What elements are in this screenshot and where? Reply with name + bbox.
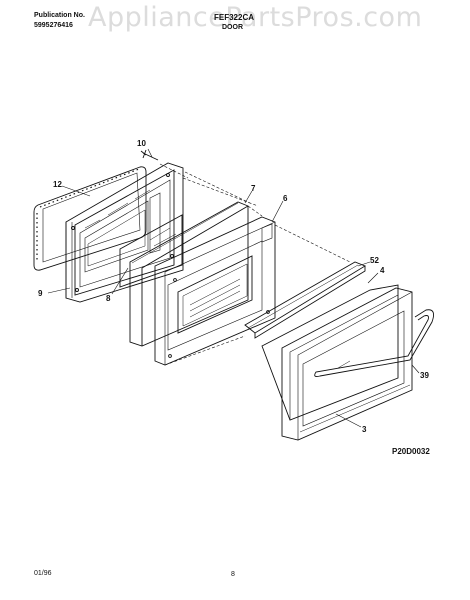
figure-code: P20D0032 [392, 447, 430, 456]
callout-8: 8 [106, 294, 111, 303]
part-6-inner-panel [154, 216, 276, 366]
part-12-door-seal [33, 166, 147, 271]
callout-9: 9 [38, 289, 43, 298]
callout-7: 7 [251, 184, 256, 193]
callout-52: 52 [370, 256, 379, 265]
footer-page-number: 8 [231, 571, 235, 578]
callout-10: 10 [137, 139, 146, 148]
footer-date: 01/96 [34, 570, 52, 577]
section-title: DOOR [222, 24, 243, 31]
model-number: FEF322CA [214, 13, 255, 22]
callout-6: 6 [283, 194, 288, 203]
part-8-glass [119, 214, 183, 288]
part-4-outer-panel [261, 284, 399, 421]
part-10-screw [140, 149, 159, 161]
part-39-handle [314, 309, 434, 377]
part-3-outer-door [281, 287, 413, 441]
leader-lines [47, 148, 420, 428]
publication-number: 5995276416 [34, 22, 73, 29]
callout-12: 12 [53, 180, 62, 189]
callout-4: 4 [380, 266, 385, 275]
callout-3: 3 [362, 425, 367, 434]
part-7-insulation-panel [129, 201, 249, 347]
watermark-text: AppliancePartsPros.com [88, 2, 423, 33]
callout-39: 39 [420, 371, 429, 380]
part-52-channel [244, 261, 367, 339]
publication-label: Publication No. [34, 12, 85, 19]
part-9-door-liner [65, 162, 184, 303]
